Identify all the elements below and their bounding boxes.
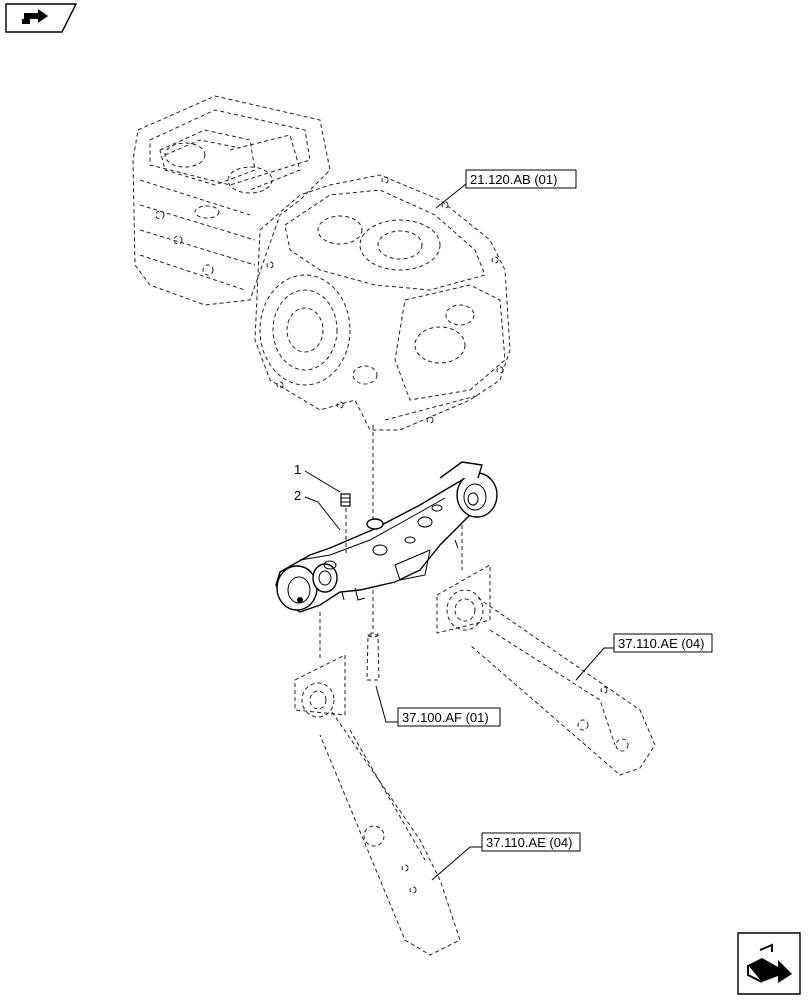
callout-lift-arm-right[interactable]: 37.110.AE (04) — [575, 633, 713, 681]
svg-text:37.110.AE (04): 37.110.AE (04) — [486, 835, 572, 850]
svg-text:2: 2 — [294, 488, 301, 503]
svg-text:37.100.AF (01): 37.100.AF (01) — [402, 710, 489, 725]
lift-arm-left — [294, 612, 461, 956]
back-button[interactable] — [5, 3, 78, 33]
item-1-label: 1 — [294, 462, 341, 493]
transmission-housing — [132, 95, 511, 431]
support-bracket[interactable] — [275, 461, 498, 613]
next-page-arrow-icon — [747, 943, 792, 983]
svg-text:37.110.AE (04): 37.110.AE (04) — [618, 636, 704, 651]
back-arrow-icon — [22, 9, 48, 24]
next-page-button[interactable] — [737, 932, 801, 995]
svg-text:1: 1 — [294, 462, 301, 477]
pivot-pin — [366, 590, 380, 681]
callout-pivot-pin[interactable]: 37.100.AF (01) — [375, 685, 501, 727]
item-2-label: 2 — [294, 488, 341, 531]
callout-transmission-housing[interactable]: 21.120.AB (01) — [435, 169, 577, 209]
svg-text:21.120.AB (01): 21.120.AB (01) — [470, 172, 557, 187]
callout-lift-arm-left[interactable]: 37.110.AE (04) — [431, 832, 581, 881]
lift-arm-right — [436, 525, 656, 776]
grease-nipple[interactable] — [340, 493, 351, 507]
